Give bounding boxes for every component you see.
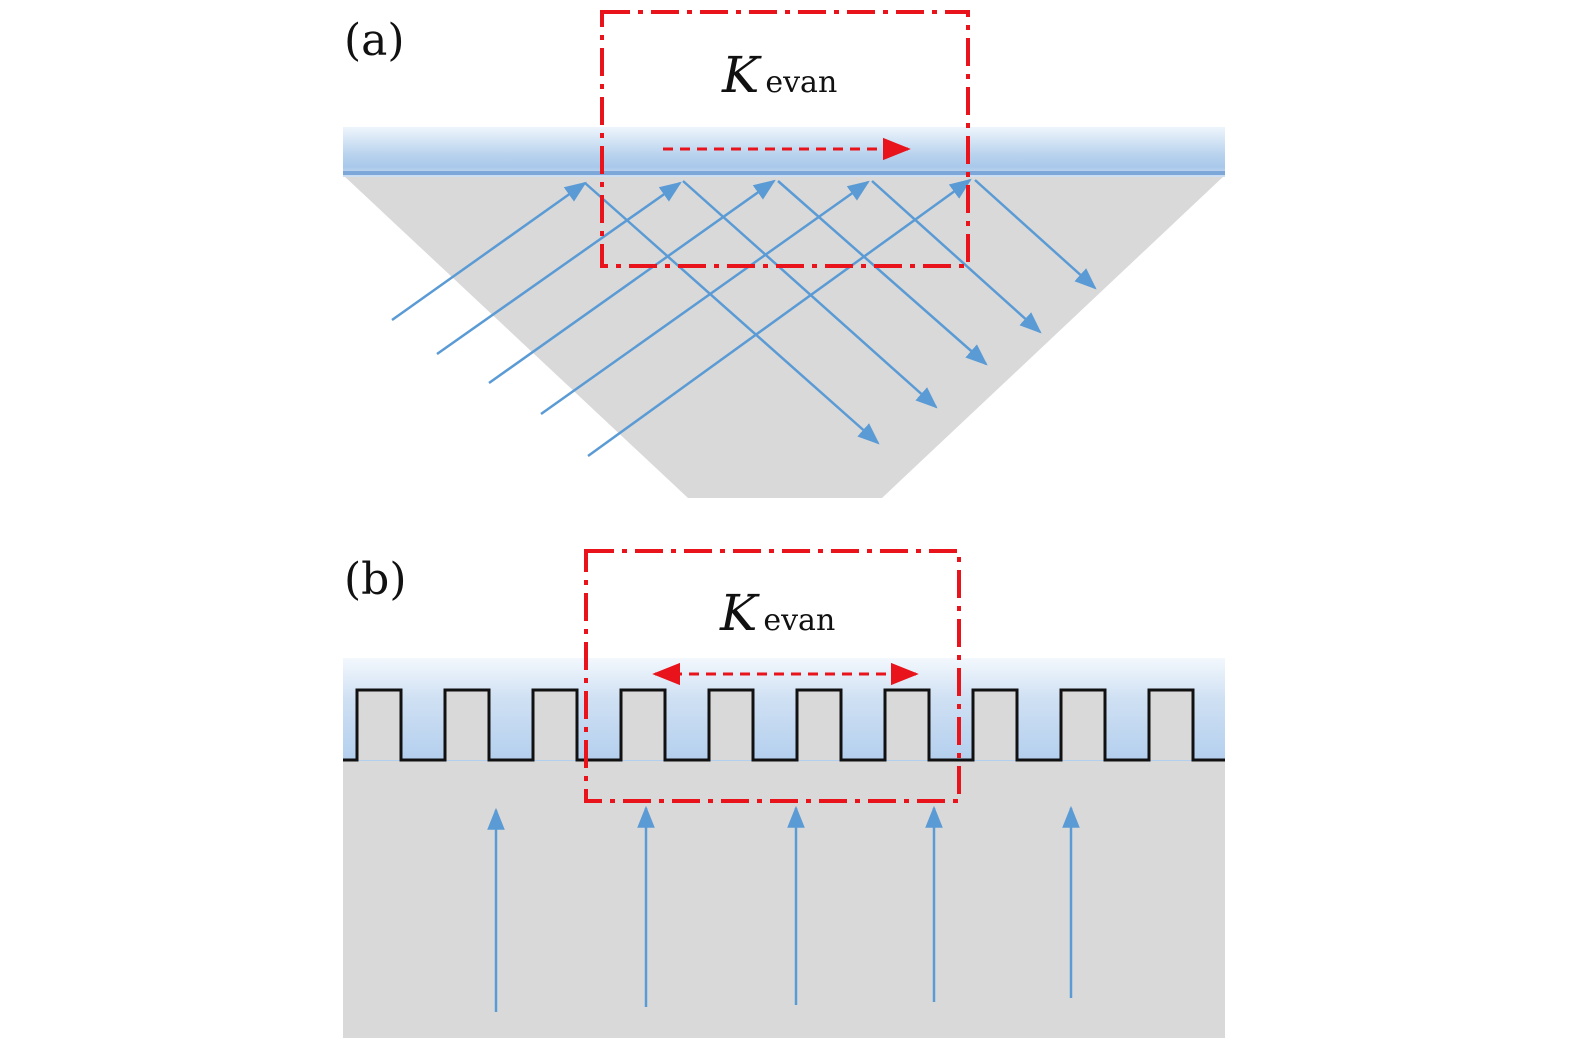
k-evan-label: K evan bbox=[719, 584, 835, 642]
reflected-ray bbox=[682, 180, 938, 409]
incident-ray bbox=[587, 178, 972, 458]
evanescent-region-box bbox=[584, 549, 961, 803]
panel-a-label: (a) bbox=[344, 15, 405, 66]
grating-profile bbox=[343, 688, 1225, 762]
normal-incident-rays bbox=[487, 805, 1080, 1012]
incident-rays bbox=[391, 178, 972, 458]
k-evan-subscript: evan bbox=[763, 603, 835, 638]
reflected-rays bbox=[584, 179, 1097, 445]
incident-ray bbox=[488, 179, 776, 385]
k-evan-symbol: K bbox=[721, 46, 762, 104]
panel-a: (a) K evan bbox=[343, 10, 1225, 498]
incident-ray bbox=[540, 180, 870, 416]
panel-b-label: (b) bbox=[344, 554, 407, 605]
incident-ray bbox=[391, 181, 587, 322]
reflected-ray bbox=[974, 179, 1097, 290]
prism-substrate bbox=[343, 175, 1225, 498]
reflected-ray bbox=[871, 180, 1042, 334]
k-evan-subscript: evan bbox=[765, 65, 837, 100]
reflected-ray bbox=[584, 182, 880, 445]
grating-teeth bbox=[357, 690, 1193, 760]
reflected-ray bbox=[777, 180, 988, 366]
panel-b: (b) K evan bbox=[343, 549, 1225, 1038]
evanescent-region-box bbox=[600, 10, 970, 268]
k-evan-symbol: K bbox=[719, 584, 760, 642]
k-evan-label: K evan bbox=[721, 46, 837, 104]
top-layer bbox=[343, 127, 1225, 177]
incident-ray bbox=[436, 181, 682, 356]
